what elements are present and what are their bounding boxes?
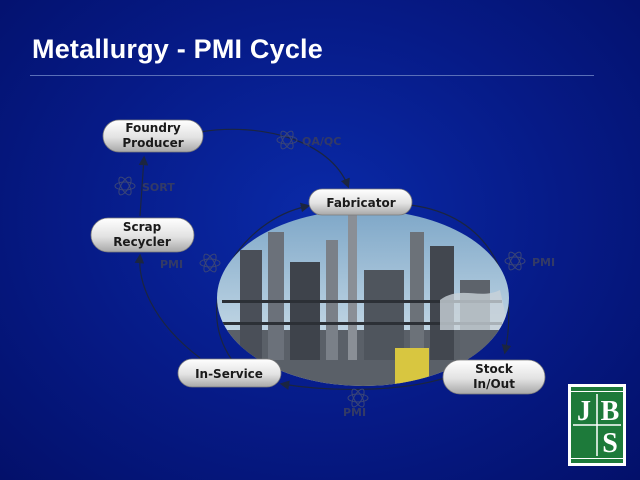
connector-inservice-scrap (134, 253, 201, 359)
node-stock-in-out: Stock In/Out (442, 359, 546, 395)
node-in-service-label: In-Service (195, 367, 263, 381)
connector-scrap-foundry (138, 155, 149, 217)
node-foundry-line1: Foundry (125, 121, 181, 135)
atom-icon-pmi-right (504, 251, 526, 271)
label-pmi-bottom: PMI (343, 406, 366, 419)
label-pmi-right: PMI (532, 256, 555, 269)
node-stock-line1: Stock (475, 362, 514, 376)
label-sort: SORT (142, 181, 175, 194)
node-stock-line2: In/Out (473, 377, 515, 391)
node-fabricator: Fabricator (308, 188, 413, 216)
node-foundry-line2: Producer (122, 136, 183, 150)
slide-title: Metallurgy - PMI Cycle (32, 34, 323, 64)
jbs-logo: J B S (568, 384, 626, 466)
atom-icon-qaqc (276, 130, 298, 150)
logo-letter-b: B (601, 396, 620, 427)
title-divider (30, 75, 594, 76)
node-scrap-recycler: Scrap Recycler (90, 217, 195, 253)
connector-stock-inservice (279, 377, 446, 390)
node-scrap-line1: Scrap (123, 220, 162, 234)
label-pmi-left: PMI (160, 258, 183, 271)
node-fabricator-label: Fabricator (326, 196, 395, 210)
atom-icon-sort (114, 176, 136, 196)
logo-letter-s: S (602, 428, 618, 459)
label-qa-qc: QA/QC (302, 135, 341, 148)
node-scrap-line2: Recycler (113, 235, 171, 249)
atom-icon-pmi-left (199, 253, 221, 273)
logo-letter-j: J (577, 396, 591, 427)
connector-foundry-fabricator (199, 128, 350, 189)
atom-icon-pmi-bottom (347, 388, 369, 408)
node-foundry-producer: Foundry Producer (102, 119, 204, 153)
connector-fabricator-stock (409, 204, 512, 355)
node-in-service: In-Service (177, 358, 282, 388)
